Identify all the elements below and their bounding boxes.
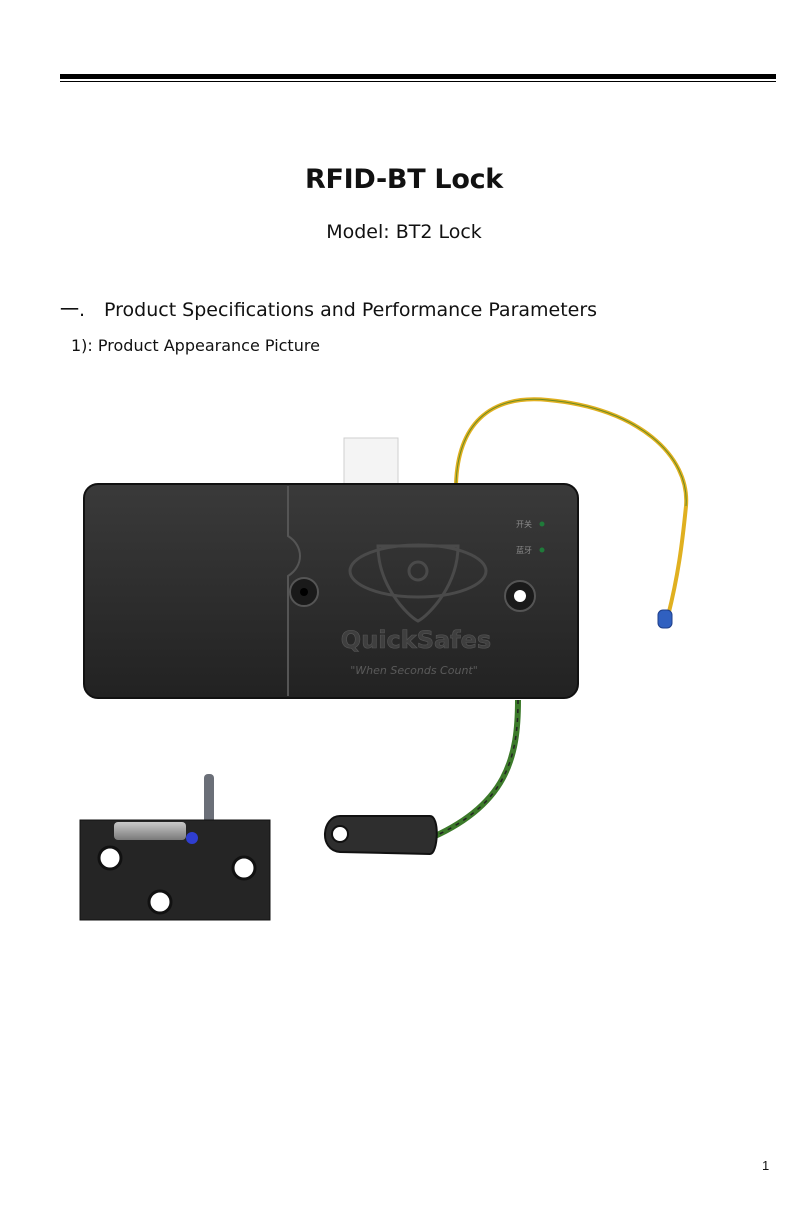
lock-body xyxy=(83,483,579,699)
indicator-label-2: 蓝牙 xyxy=(516,545,532,555)
page-number: 1 xyxy=(762,1158,770,1173)
rfid-tag xyxy=(324,815,438,856)
section-heading: 一. Product Specifications and Performance… xyxy=(60,295,597,322)
latch-tongue xyxy=(343,437,399,489)
indicator-led-2 xyxy=(539,547,545,553)
sensor-tip-icon xyxy=(657,609,673,629)
section-heading-text: Product Specifications and Performance P… xyxy=(104,299,598,321)
strike-marker-icon xyxy=(186,832,198,844)
tag-wire xyxy=(424,699,521,843)
brand-logo-text: QuickSafes xyxy=(341,626,491,654)
header-rule-thick xyxy=(60,74,776,79)
indicator-label-1: 开关 xyxy=(516,519,532,529)
document-title: RFID-BT Lock xyxy=(305,164,503,195)
brand-tagline: "When Seconds Count" xyxy=(350,664,478,677)
brand-logo xyxy=(348,543,488,623)
strike-hole-2 xyxy=(147,889,173,915)
indicator-led-1 xyxy=(539,521,545,527)
strike-pin xyxy=(204,774,214,826)
strike-hole-3 xyxy=(231,855,257,881)
section-number: 一. xyxy=(60,299,86,321)
product-appearance-picture: 开关 蓝牙 QuickSafes "When Seconds Count" xyxy=(79,397,689,921)
strike-hole-1 xyxy=(97,845,123,871)
header-rule-thin xyxy=(60,81,776,82)
subsection-heading: 1): Product Appearance Picture xyxy=(71,336,320,355)
model-subtitle: Model: BT2 Lock xyxy=(326,221,482,243)
strike-hinge xyxy=(114,822,186,840)
